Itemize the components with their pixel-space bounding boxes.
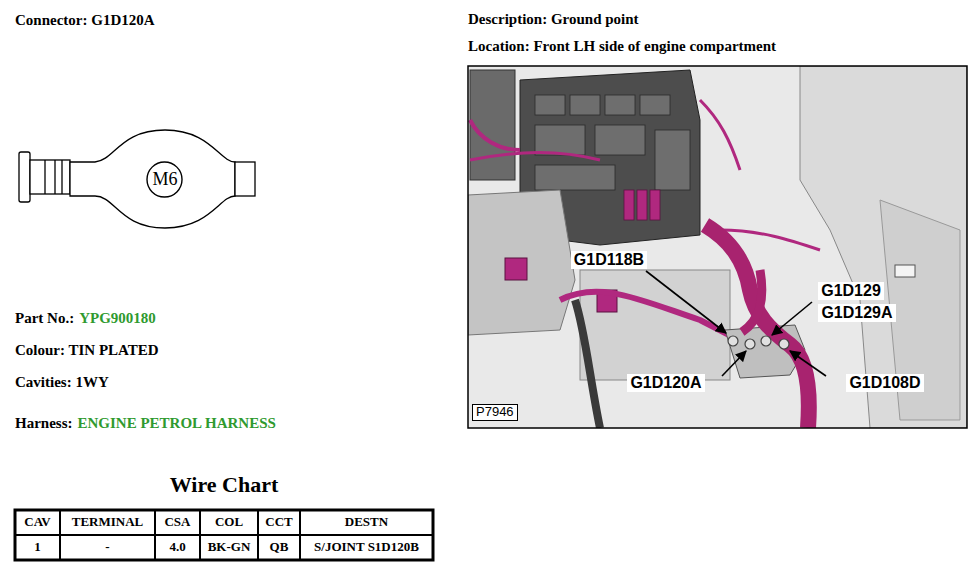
field-value: ENGINE PETROL HARNESS: [78, 415, 276, 432]
callout-label: G1D118B: [571, 251, 647, 269]
mega-fuse: [650, 190, 660, 220]
terminal-barrel: [30, 160, 70, 194]
connector-title: Connector: G1D120A: [15, 12, 155, 29]
battery-terminal: [505, 258, 527, 280]
wire: [470, 120, 520, 150]
field-value: YPG900180: [79, 310, 156, 327]
callout-label: G1D129: [818, 282, 884, 300]
table-header: TERMINAL: [72, 515, 144, 530]
ground-bolt: [745, 339, 755, 349]
fuse-block: [535, 125, 585, 155]
table-header: CAV: [24, 515, 51, 530]
callout-label: G1D120A: [627, 374, 704, 392]
branch-cable: [742, 270, 762, 332]
table-rule: [199, 510, 201, 560]
terminal-flare: [19, 152, 30, 202]
stud-size: M6: [152, 170, 177, 190]
wire: [700, 100, 740, 170]
table-title: Wire Chart: [170, 472, 279, 497]
fuse-block: [570, 95, 600, 115]
table-rule: [257, 510, 259, 560]
table-rule: [15, 534, 433, 536]
table-header: COL: [215, 515, 243, 530]
table-cell: BK-GN: [208, 540, 251, 555]
body-panel: [800, 66, 967, 428]
description: Description: Ground point: [468, 11, 639, 28]
mega-fuse: [624, 190, 634, 220]
field-name: Cavities: 1WY: [15, 374, 109, 391]
ground-bolt: [728, 336, 738, 346]
battery-cover: [468, 190, 575, 335]
table-header: DESTN: [345, 515, 388, 530]
callout-label: G1D108D: [846, 374, 923, 392]
wire: [470, 153, 600, 161]
circle-shape: [147, 162, 182, 197]
table-rule: [154, 510, 156, 560]
leader-line: [790, 351, 826, 376]
leader-line: [772, 302, 812, 335]
field-name: Colour: TIN PLATED: [15, 342, 159, 359]
picture-ground: [468, 66, 967, 428]
leader-line: [646, 271, 726, 333]
table-cell: 4.0: [169, 540, 185, 555]
cover: [470, 70, 515, 180]
picture-frame: [468, 66, 967, 428]
table-rule: [299, 510, 301, 560]
table-cell: -: [105, 540, 109, 555]
stud-size-circle: M6: [146, 161, 183, 198]
table-cell: S/JOINT S1D120B: [314, 540, 419, 555]
terminal-tab: [235, 162, 255, 196]
field-name: Part No.:: [15, 310, 74, 327]
leader-line: [722, 351, 746, 376]
table-cell: QB: [270, 540, 289, 555]
mega-fuse: [637, 190, 647, 220]
ground-bolt: [761, 336, 771, 346]
panel-slot: [895, 265, 915, 277]
main-cable: [705, 225, 809, 428]
battery-cable: [575, 300, 600, 428]
fuse-block: [605, 95, 635, 115]
table-cell: 1: [34, 540, 41, 555]
fuse-block: [595, 125, 645, 155]
figure-number: P7946: [472, 404, 518, 421]
location: Location: Front LH side of engine compar…: [468, 38, 776, 55]
ground-bolt: [779, 339, 789, 349]
barrel-line: [44, 160, 45, 194]
barrel-line: [54, 160, 55, 194]
table-header: CSA: [164, 515, 190, 530]
table-border: [15, 510, 433, 560]
field-name: Harness:: [15, 415, 73, 432]
table-header: CCT: [265, 515, 292, 530]
callout-label: G1D129A: [818, 304, 895, 322]
fuse-block: [655, 130, 690, 190]
fuse-block: [535, 165, 615, 190]
barrel-line: [61, 160, 62, 194]
ring-terminal-outline: [70, 130, 235, 228]
fuse-block: [640, 95, 670, 115]
fuse-block: [535, 95, 565, 115]
table-rule: [59, 510, 61, 560]
wire: [560, 292, 735, 338]
